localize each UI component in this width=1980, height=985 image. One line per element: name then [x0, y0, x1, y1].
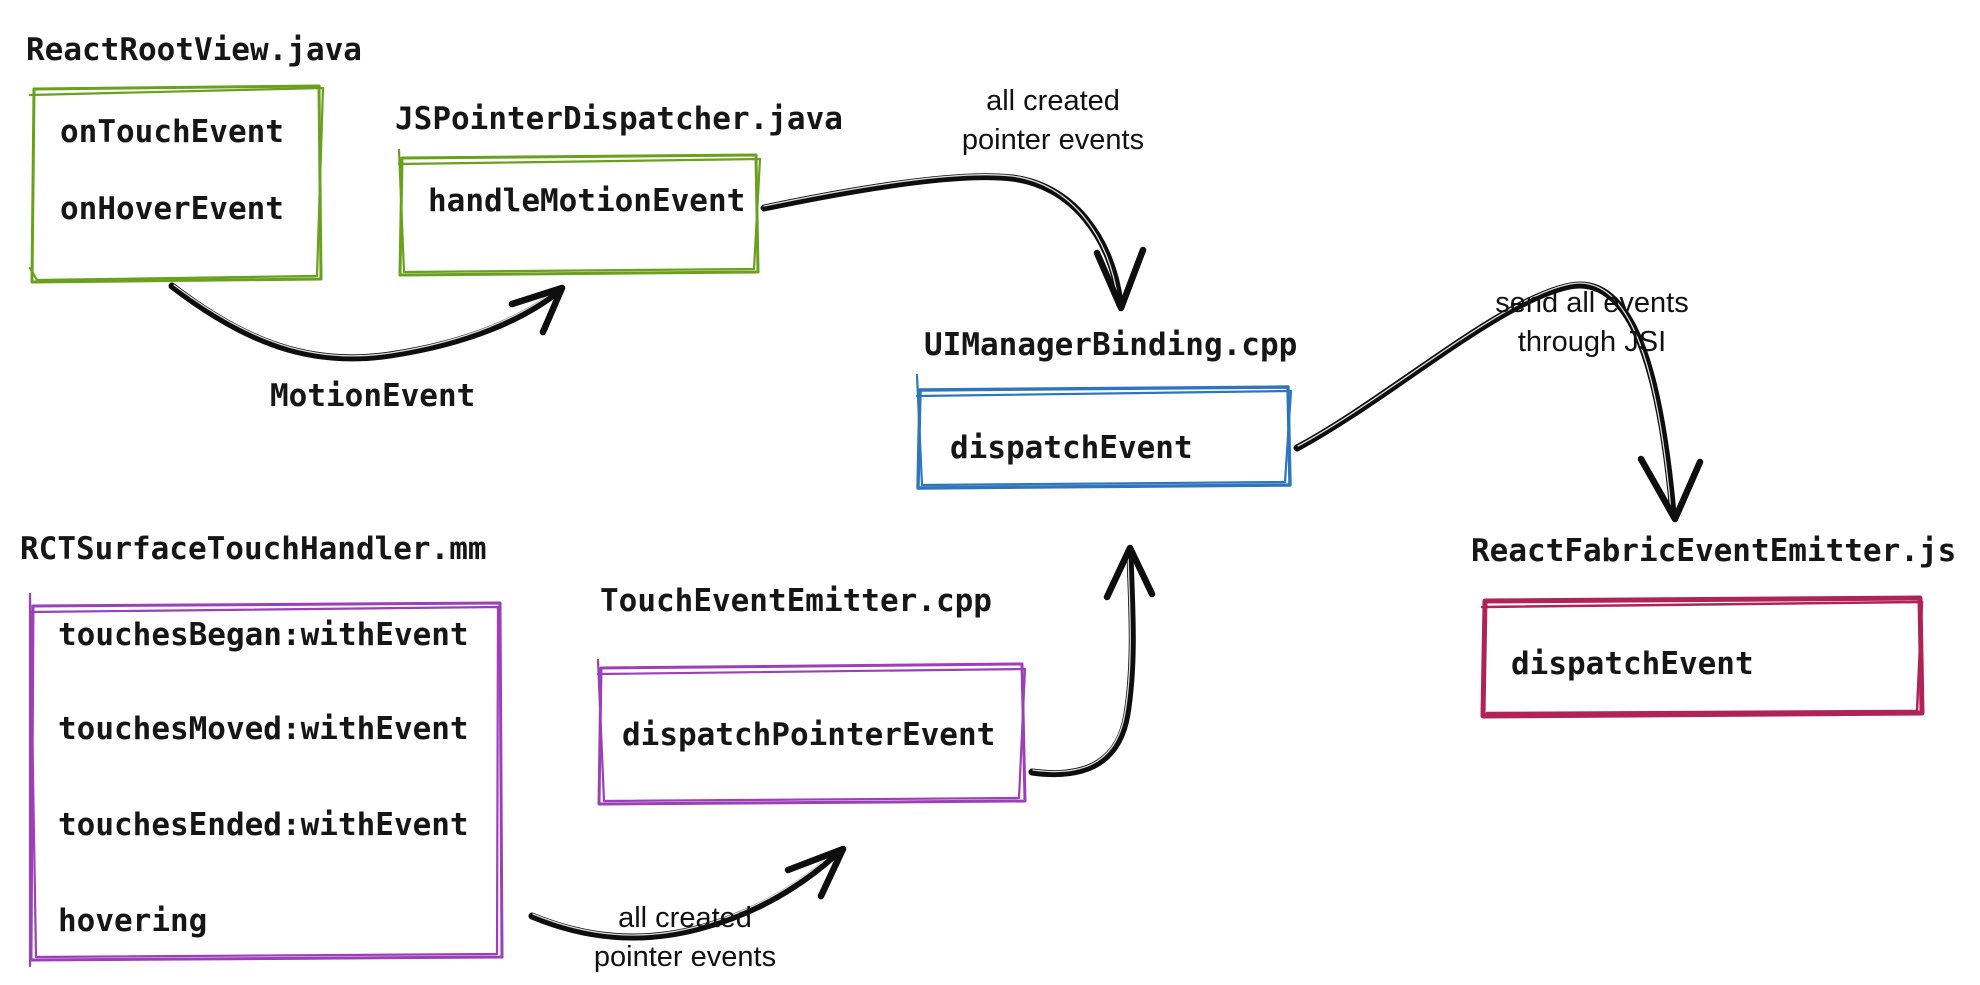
edge-label-line: all created — [986, 85, 1120, 117]
box-stroke — [30, 84, 323, 284]
method-dispatch-event-binding: dispatchEvent — [950, 430, 1193, 466]
arrowhead — [1093, 246, 1147, 312]
method-handle-motion-event: handleMotionEvent — [428, 183, 746, 219]
edge-label-line: send all events — [1495, 287, 1689, 319]
method-touches-began: touchesBegan:withEvent — [58, 617, 469, 653]
edge-label-motion-event: MotionEvent — [270, 378, 476, 414]
edge-label-line: through JSI — [1517, 326, 1667, 358]
arrowhead — [784, 845, 847, 900]
box-stroke — [28, 86, 325, 282]
box-stroke — [1480, 600, 1924, 715]
arrow-all-created-pointer-events-bottom — [528, 845, 847, 941]
box-stroke — [916, 385, 1292, 490]
ui-manager-binding-title: UIManagerBinding.cpp — [924, 327, 1298, 363]
arrowhead — [508, 284, 566, 336]
react-fabric-event-emitter-title: ReactFabricEventEmitter.js — [1471, 533, 1957, 569]
rct-surface-touch-handler-box — [28, 592, 504, 968]
react-fabric-event-emitter-box — [1480, 595, 1925, 719]
js-pointer-dispatcher-box — [397, 148, 762, 277]
method-hovering: hovering — [58, 903, 208, 939]
rct-surface-touch-handler-title: RCTSurfaceTouchHandler.mm — [20, 531, 487, 567]
method-dispatch-event-emitter: dispatchEvent — [1511, 646, 1754, 682]
edge-label-line: pointer events — [961, 124, 1145, 156]
arrow-send-through-jsi — [1293, 281, 1704, 523]
arrow-dispatch-to-binding — [1028, 544, 1156, 777]
arrow-all-created-pointer-events-top — [760, 173, 1147, 312]
react-root-view-title: ReactRootView.java — [26, 32, 362, 68]
box-stroke — [29, 601, 504, 962]
box-stroke — [28, 592, 500, 968]
arrow-motion-event — [168, 282, 566, 362]
touch-event-emitter-box — [596, 658, 1027, 806]
ui-manager-binding-box — [915, 373, 1293, 490]
edge-label-line: pointer events — [593, 941, 777, 973]
method-touches-moved: touchesMoved:withEvent — [58, 711, 469, 747]
arrowhead — [1103, 544, 1156, 601]
edge-label-all-created-bottom: all created pointer events — [594, 899, 776, 977]
react-root-view-box — [28, 84, 325, 284]
box-stroke — [397, 148, 762, 274]
method-touches-ended: touchesEnded:withEvent — [58, 807, 469, 843]
method-dispatch-pointer-event: dispatchPointerEvent — [622, 717, 996, 753]
edge-label-line: all created — [618, 902, 752, 934]
edge-label-all-created-top: all created pointer events — [962, 82, 1144, 160]
edge-label-send-all-events: send all events through JSI — [1495, 284, 1688, 362]
method-on-hover-event: onHoverEvent — [60, 191, 284, 227]
box-stroke — [1480, 595, 1925, 719]
box-stroke — [398, 153, 760, 277]
arrowhead — [1637, 455, 1704, 523]
box-stroke — [915, 373, 1293, 487]
method-on-touch-event: onTouchEvent — [60, 114, 284, 150]
box-stroke — [597, 662, 1027, 806]
touch-event-emitter-title: TouchEventEmitter.cpp — [600, 583, 992, 619]
box-stroke — [596, 658, 1027, 803]
js-pointer-dispatcher-title: JSPointerDispatcher.java — [395, 101, 843, 137]
